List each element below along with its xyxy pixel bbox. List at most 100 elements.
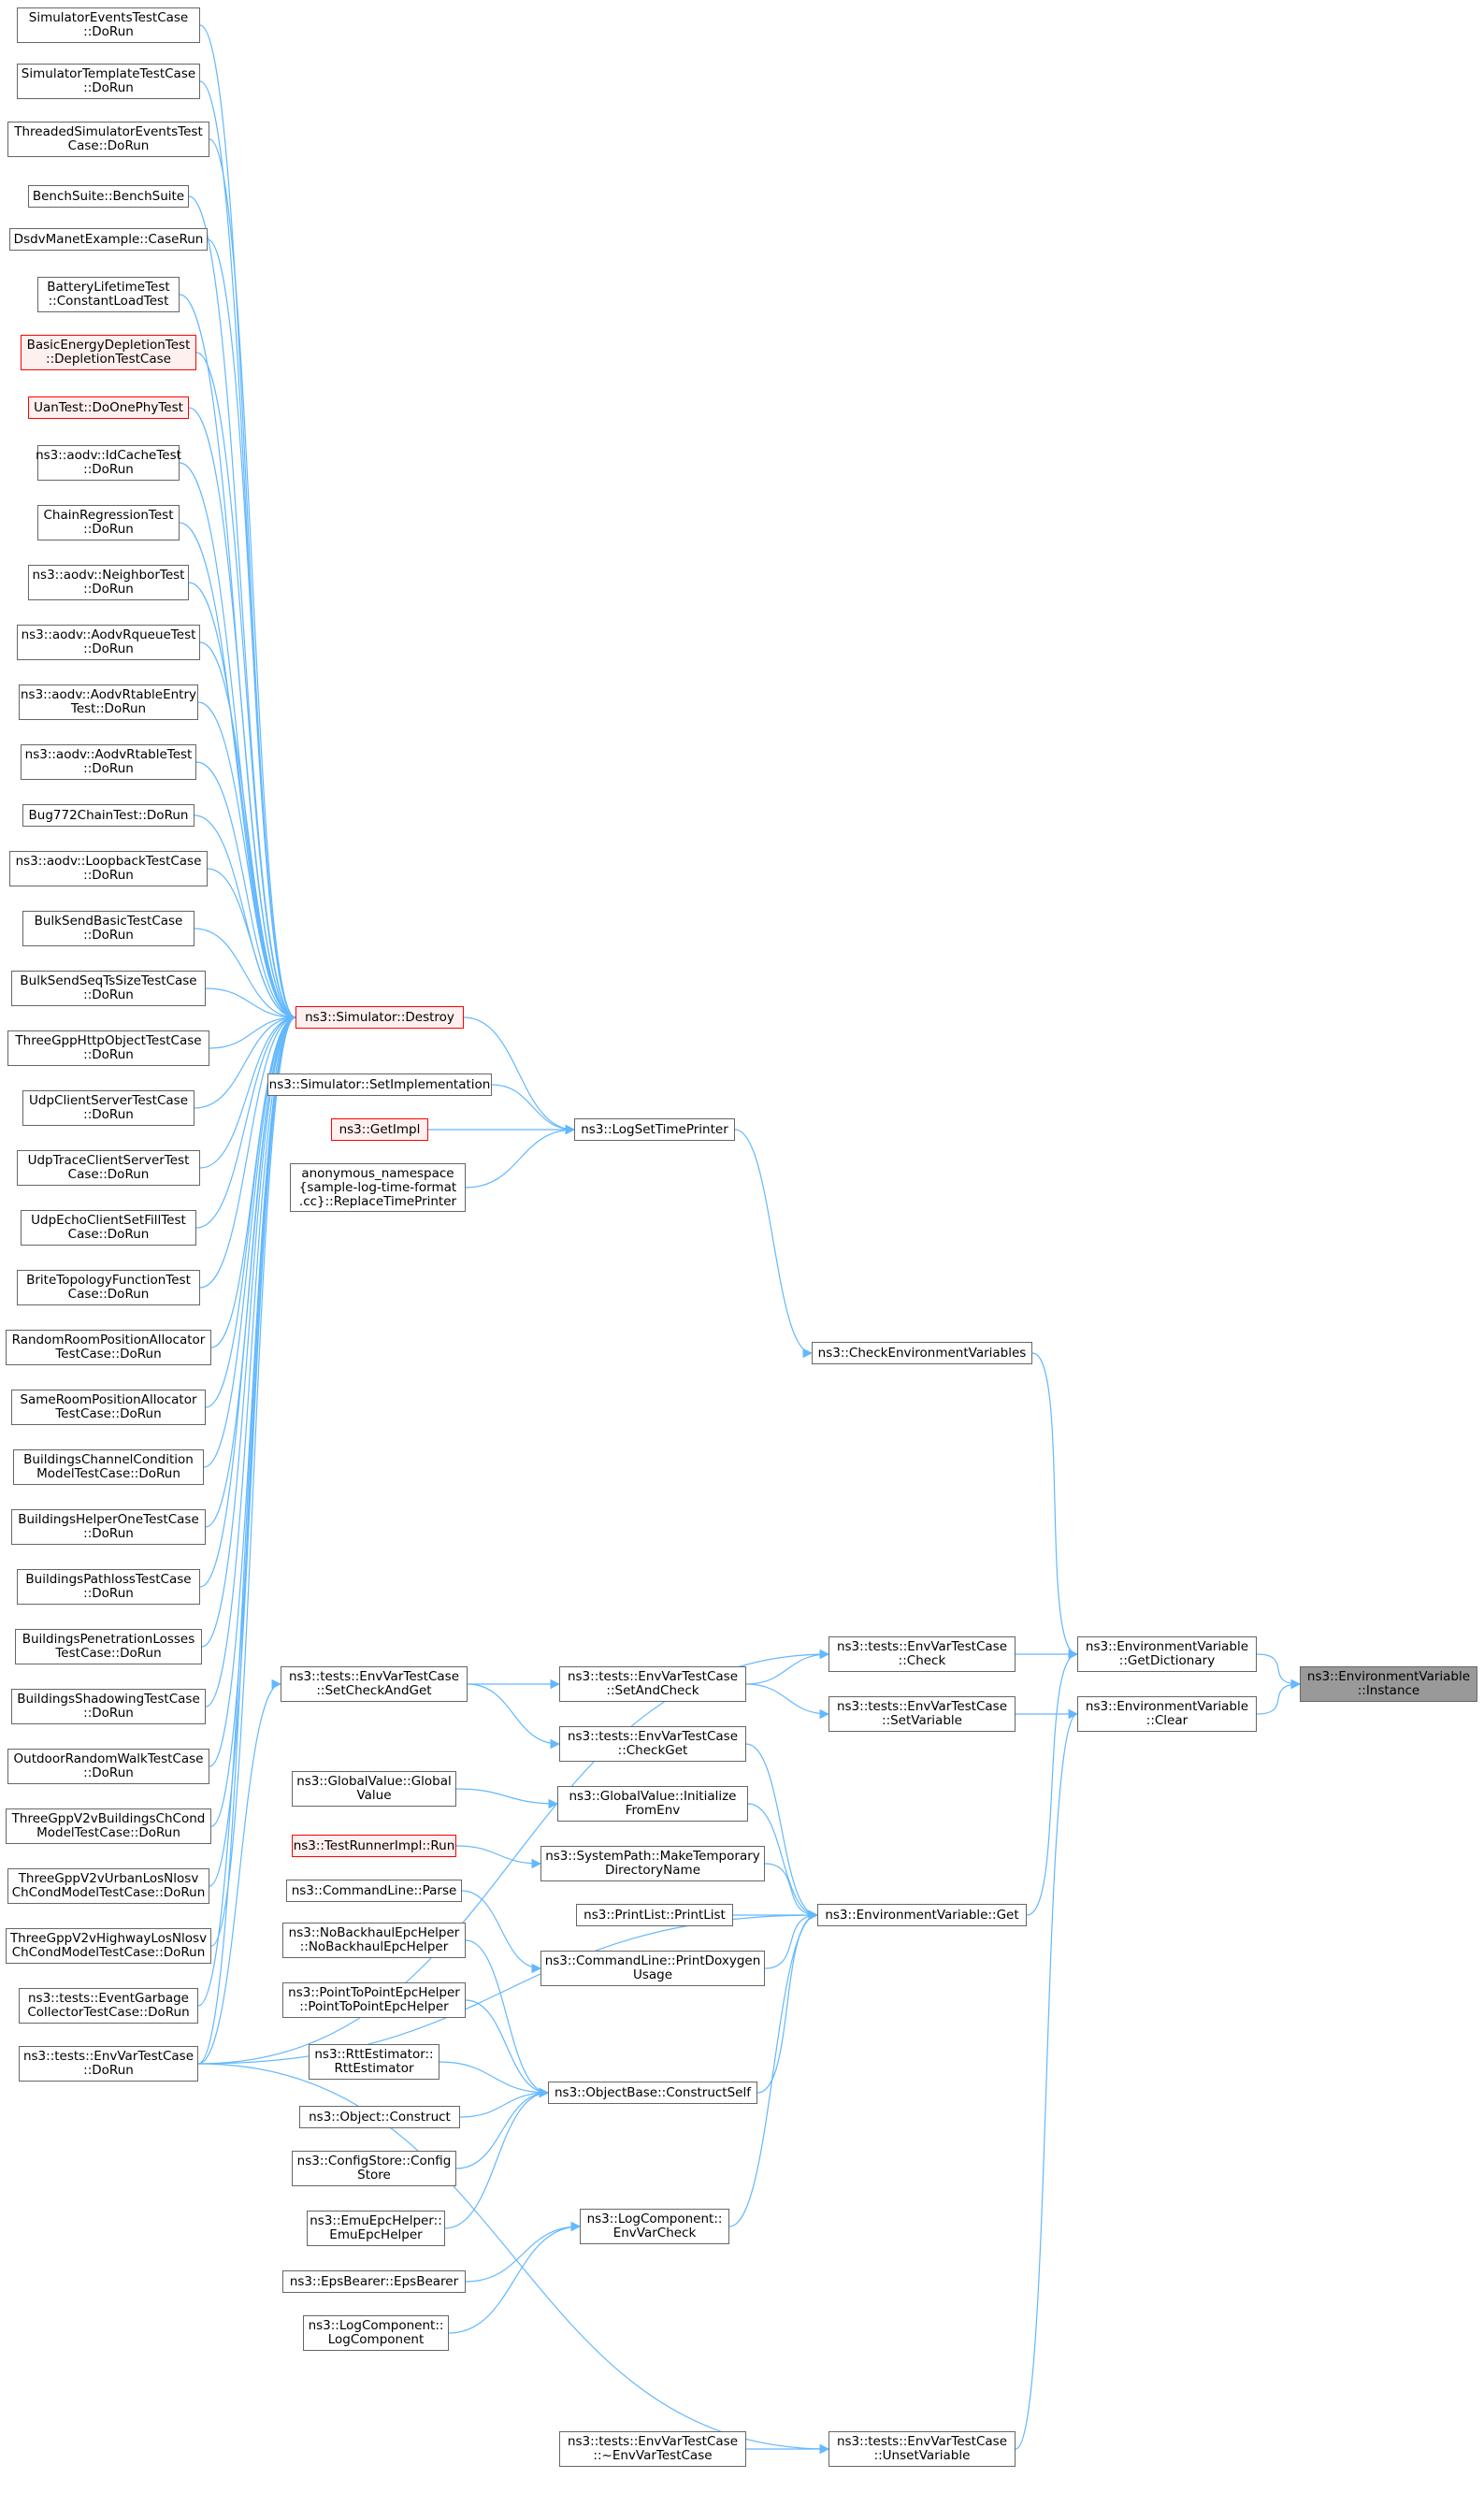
edge-cmdparse-to-printdoxy bbox=[461, 1890, 542, 1974]
node-aodv-idcachetest[interactable]: ns3::aodv::IdCacheTest ::DoRun bbox=[36, 445, 181, 481]
node-environmentvariable-get[interactable]: ns3::EnvironmentVariable::Get bbox=[817, 1904, 1027, 1926]
node-threegpp-http-object-testcase[interactable]: ThreeGppHttpObjectTestCase ::DoRun bbox=[7, 1030, 209, 1066]
edge-n3-to-destroy bbox=[209, 138, 297, 1023]
edge-n16-to-destroy bbox=[207, 868, 297, 1023]
node-configstore[interactable]: ns3::ConfigStore::Config Store bbox=[292, 2151, 456, 2186]
node-bug772-chain-test[interactable]: Bug772ChainTest::DoRun bbox=[22, 804, 195, 827]
node-envvartestcase-setcheckandget[interactable]: ns3::tests::EnvVarTestCase ::SetCheckAnd… bbox=[281, 1666, 468, 1702]
edge-n36-to-setcheckget bbox=[197, 1679, 282, 2065]
node-logcomponent-envvarcheck[interactable]: ns3::LogComponent:: EnvVarCheck bbox=[580, 2209, 729, 2244]
edge-objconstruct-to-constructself bbox=[459, 2087, 550, 2118]
edge-n19-to-destroy bbox=[209, 1012, 297, 1049]
node-envvartestcase-setvariable[interactable]: ns3::tests::EnvVarTestCase ::SetVariable bbox=[828, 1696, 1016, 1732]
node-envvartestcase-checkget[interactable]: ns3::tests::EnvVarTestCase ::CheckGet bbox=[559, 1726, 746, 1762]
node-bulksend-seqtssize-testcase[interactable]: BulkSendSeqTsSizeTestCase ::DoRun bbox=[11, 971, 206, 1006]
edge-n30-to-destroy bbox=[205, 1012, 297, 1707]
edge-n12-to-destroy bbox=[199, 641, 297, 1023]
edge-printdoxy-to-envget bbox=[764, 1909, 819, 1969]
node-envvartestcase-dorun[interactable]: ns3::tests::EnvVarTestCase ::DoRun bbox=[19, 2046, 198, 2082]
edge-n25-to-destroy bbox=[205, 1012, 297, 1408]
node-dsdv-manet-example[interactable]: DsdvManetExample::CaseRun bbox=[9, 228, 208, 251]
edge-n8-to-destroy bbox=[188, 407, 297, 1023]
edge-nobackhaul-to-constructself bbox=[465, 1939, 550, 2098]
node-aodv-neighbortest[interactable]: ns3::aodv::NeighborTest ::DoRun bbox=[28, 565, 189, 600]
node-pointtopoint-epchelper[interactable]: ns3::PointToPointEpcHelper ::PointToPoin… bbox=[282, 1982, 466, 2018]
node-simulator-setimplementation[interactable]: ns3::Simulator::SetImplementation bbox=[267, 1073, 492, 1096]
node-epsbearer[interactable]: ns3::EpsBearer::EpsBearer bbox=[282, 2270, 466, 2293]
edge-initfromenv-to-envget bbox=[747, 1803, 819, 1921]
edge-n23-to-destroy bbox=[199, 1012, 297, 1289]
node-environmentvariable-getdictionary[interactable]: ns3::EnvironmentVariable ::GetDictionary bbox=[1077, 1636, 1257, 1672]
node-simulator-template-testcase[interactable]: SimulatorTemplateTestCase ::DoRun bbox=[17, 64, 200, 99]
edge-rttest-to-constructself bbox=[439, 2061, 550, 2098]
node-envvartestcase-setandcheck[interactable]: ns3::tests::EnvVarTestCase ::SetAndCheck bbox=[559, 1666, 746, 1702]
node-aodv-rtabletest[interactable]: ns3::aodv::AodvRtableTest ::DoRun bbox=[21, 744, 196, 780]
node-systempath-maketemporarydirectoryname[interactable]: ns3::SystemPath::MakeTemporary Directory… bbox=[540, 1846, 765, 1881]
node-bulksend-basic-testcase[interactable]: BulkSendBasicTestCase ::DoRun bbox=[22, 911, 195, 946]
node-globalvalue-globalvalue[interactable]: ns3::GlobalValue::Global Value bbox=[292, 1771, 456, 1807]
node-threegpp-v2v-buildings-chcond[interactable]: ThreeGppV2vBuildingsChCond ModelTestCase… bbox=[6, 1808, 211, 1844]
node-benchsuite[interactable]: BenchSuite::BenchSuite bbox=[28, 185, 189, 208]
node-globalvalue-initializefromenv[interactable]: ns3::GlobalValue::Initialize FromEnv bbox=[557, 1786, 748, 1822]
node-buildings-helper-one-testcase[interactable]: BuildingsHelperOneTestCase ::DoRun bbox=[11, 1509, 206, 1545]
node-envvartestcase-unsetvariable[interactable]: ns3::tests::EnvVarTestCase ::UnsetVariab… bbox=[828, 2431, 1016, 2467]
edge-setandcheck-to-setvariable bbox=[745, 1683, 830, 1720]
edge-setcheckget-to-checkget bbox=[467, 1683, 561, 1750]
node-udp-trace-client-server-test[interactable]: UdpTraceClientServerTest Case::DoRun bbox=[17, 1150, 200, 1186]
node-threegpp-v2v-urban-losnlosv[interactable]: ThreeGppV2vUrbanLosNlosv ChCondModelTest… bbox=[7, 1868, 209, 1904]
node-threaded-simulator-events-test[interactable]: ThreadedSimulatorEventsTest Case::DoRun bbox=[7, 122, 209, 157]
node-udp-client-server-testcase[interactable]: UdpClientServerTestCase ::DoRun bbox=[22, 1090, 195, 1126]
node-buildings-shadowing-testcase[interactable]: BuildingsShadowingTestCase ::DoRun bbox=[11, 1689, 206, 1724]
edge-n35-to-destroy bbox=[197, 1012, 297, 2007]
edge-n5-to-destroy bbox=[207, 238, 297, 1023]
node-same-room-position-allocator[interactable]: SameRoomPositionAllocator TestCase::DoRu… bbox=[11, 1390, 206, 1425]
node-simulator-destroy[interactable]: ns3::Simulator::Destroy bbox=[295, 1006, 464, 1029]
node-aodv-rtableentrytest[interactable]: ns3::aodv::AodvRtableEntry Test::DoRun bbox=[19, 684, 198, 720]
node-aodv-loopback-testcase[interactable]: ns3::aodv::LoopbackTestCase ::DoRun bbox=[9, 851, 208, 886]
node-objectbase-constructself[interactable]: ns3::ObjectBase::ConstructSelf bbox=[548, 2082, 757, 2104]
edge-n13-to-destroy bbox=[197, 701, 297, 1023]
node-buildings-penetration-losses[interactable]: BuildingsPenetrationLosses TestCase::DoR… bbox=[15, 1629, 202, 1664]
edge-constructself-to-envget bbox=[756, 1909, 819, 2094]
node-basic-energy-depletion-test[interactable]: BasicEnergyDepletionTest ::DepletionTest… bbox=[21, 335, 196, 370]
node-commandline-printdoxygenusage[interactable]: ns3::CommandLine::PrintDoxygen Usage bbox=[540, 1951, 765, 1986]
node-environmentvariable-clear[interactable]: ns3::EnvironmentVariable ::Clear bbox=[1077, 1696, 1257, 1732]
node-getimpl[interactable]: ns3::GetImpl bbox=[331, 1118, 428, 1141]
node-emuepchelper[interactable]: ns3::EmuEpcHelper:: EmuEpcHelper bbox=[307, 2211, 445, 2246]
node-outdoor-random-walk-testcase[interactable]: OutdoorRandomWalkTestCase ::DoRun bbox=[7, 1749, 209, 1784]
node-testrunnerimpl-run[interactable]: ns3::TestRunnerImpl::Run bbox=[292, 1835, 456, 1857]
edge-n28-to-destroy bbox=[199, 1012, 297, 1588]
edge-n33-to-destroy bbox=[209, 1012, 297, 1887]
node-checkenvironmentvariables[interactable]: ns3::CheckEnvironmentVariables bbox=[812, 1342, 1032, 1364]
node-udp-echo-client-setfill-test[interactable]: UdpEchoClientSetFillTest Case::DoRun bbox=[21, 1210, 196, 1246]
node-envvartestcase-check[interactable]: ns3::tests::EnvVarTestCase ::Check bbox=[828, 1636, 1016, 1672]
node-aodv-rqueuetest[interactable]: ns3::aodv::AodvRqueueTest ::DoRun bbox=[17, 625, 200, 660]
node-brite-topology-function-test[interactable]: BriteTopologyFunctionTest Case::DoRun bbox=[17, 1270, 200, 1305]
edge-n24-to-destroy bbox=[210, 1012, 297, 1348]
node-uantest-doonephytest[interactable]: UanTest::DoOnePhyTest bbox=[28, 396, 189, 419]
node-nobackhaul-epchelper[interactable]: ns3::NoBackhaulEpcHelper ::NoBackhaulEpc… bbox=[282, 1923, 466, 1958]
edge-p2pepc-to-constructself bbox=[465, 1999, 550, 2098]
node-threegpp-v2v-highway-losnlosv[interactable]: ThreeGppV2vHighwayLosNlosv ChCondModelTe… bbox=[6, 1928, 211, 1964]
node-event-garbage-collector-testcase[interactable]: ns3::tests::EventGarbage CollectorTestCa… bbox=[19, 1988, 198, 2024]
node-logsettimeprinter[interactable]: ns3::LogSetTimePrinter bbox=[574, 1118, 735, 1141]
node-battery-lifetime-test[interactable]: BatteryLifetimeTest ::ConstantLoadTest bbox=[37, 277, 180, 312]
node-envvartestcase-destructor[interactable]: ns3::tests::EnvVarTestCase ::~EnvVarTest… bbox=[559, 2431, 746, 2467]
node-random-room-position-allocator[interactable]: RandomRoomPositionAllocator TestCase::Do… bbox=[6, 1330, 211, 1365]
node-rttestimator[interactable]: ns3::RttEstimator:: RttEstimator bbox=[309, 2044, 439, 2080]
edge-n29-to-destroy bbox=[201, 1012, 297, 1648]
edge-getdict-to-instance bbox=[1256, 1653, 1302, 1690]
node-chain-regression-test[interactable]: ChainRegressionTest ::DoRun bbox=[37, 505, 180, 540]
node-object-construct[interactable]: ns3::Object::Construct bbox=[299, 2106, 460, 2128]
node-simulator-events-testcase[interactable]: SimulatorEventsTestCase ::DoRun bbox=[17, 7, 200, 43]
node-replace-time-printer[interactable]: anonymous_namespace {sample-log-time-for… bbox=[290, 1163, 466, 1212]
edge-checkget-to-envget bbox=[745, 1743, 819, 1921]
edge-destroy-to-logset bbox=[463, 1016, 576, 1135]
node-logcomponent[interactable]: ns3::LogComponent:: LogComponent bbox=[303, 2315, 449, 2351]
edge-n11-to-destroy bbox=[188, 582, 297, 1023]
node-printlist[interactable]: ns3::PrintList::PrintList bbox=[576, 1904, 733, 1926]
node-buildings-channel-condition[interactable]: BuildingsChannelCondition ModelTestCase:… bbox=[13, 1449, 204, 1485]
node-buildings-pathloss-testcase[interactable]: BuildingsPathlossTestCase ::DoRun bbox=[17, 1569, 200, 1605]
node-commandline-parse[interactable]: ns3::CommandLine::Parse bbox=[286, 1880, 462, 1902]
